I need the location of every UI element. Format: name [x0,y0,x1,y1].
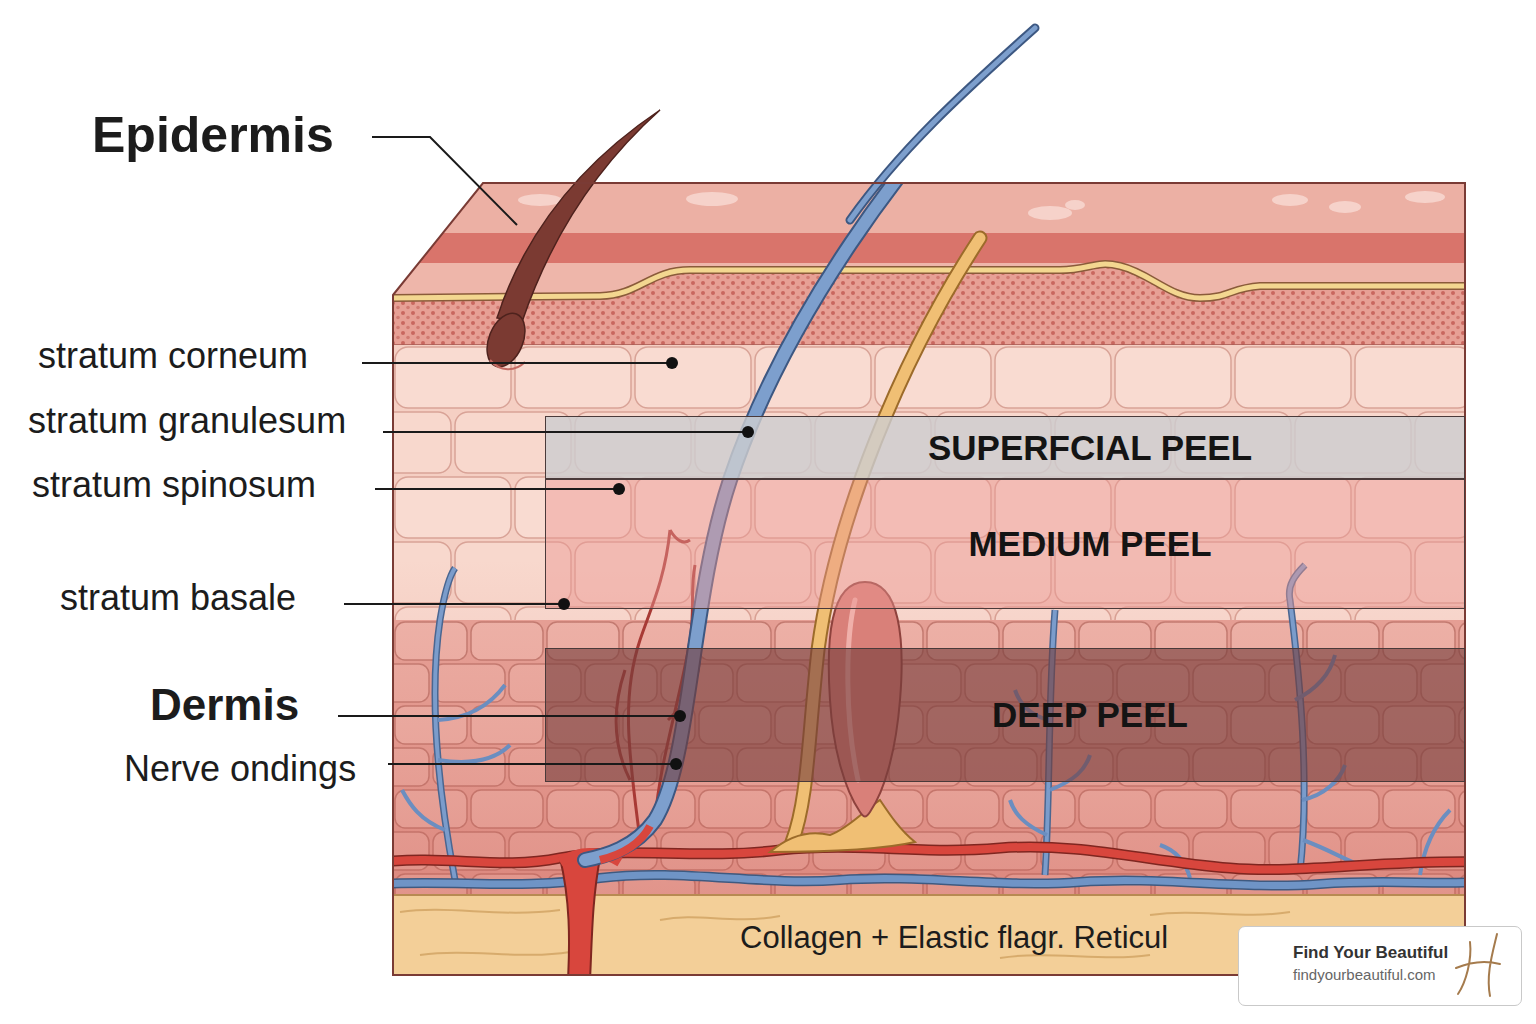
vein-twig [1160,845,1190,878]
layer-label: Nerve ondings [124,747,356,790]
fat-texture [400,910,1290,958]
dermal-cells [380,620,1480,900]
vein-outline [380,875,1480,886]
leader-line [362,362,672,364]
nerve-tip [850,28,1035,220]
nerve-junction [600,826,650,860]
leader-dot [558,598,570,610]
vein-branch-outline [435,568,455,880]
leader-dot [613,483,625,495]
leader-dot [674,710,686,722]
vein-branch [435,568,455,880]
surface-spot [1405,191,1445,203]
watermark-box: Find Your Beautifulfindyourbeautiful.com [1238,926,1522,1006]
artery [380,847,1480,870]
dermal-shade [380,560,1480,900]
vein [380,875,1480,886]
section-heading: Epidermis [92,105,334,165]
layer-label: stratum basale [60,576,296,619]
peel-band: MEDIUM PEEL [545,479,1465,609]
surface-spot [518,194,562,206]
node-text: DEEP PEEL [992,695,1188,735]
artery-junction [560,853,620,862]
node-text: MEDIUM PEEL [968,524,1211,564]
clear-layer [380,263,1480,303]
section-heading: Dermis [150,679,299,732]
leader-line [375,488,619,490]
leader-dot [666,357,678,369]
layer-label: stratum spinosum [32,463,316,506]
horny-layer [380,233,1480,263]
leader-line [344,603,564,605]
logo-mark [1456,934,1500,996]
hair-bulb [480,308,533,373]
node-text: SUPERFCIAL PEEL [928,428,1252,468]
peel-band: DEEP PEEL [545,648,1465,782]
leader-line [338,715,680,717]
surface-layer [380,180,1480,235]
node-text: findyourbeautiful.com [1293,964,1521,986]
node-text: Find Your Beautiful [1293,942,1521,964]
surface-spot [1272,194,1308,206]
layer-label: stratum granulesum [28,399,346,442]
epidermal-cells [380,345,1480,620]
yellow-layer-outline [380,264,1480,298]
follicle-edge [490,360,525,369]
leader-line [372,137,517,225]
leader-line [388,763,676,765]
peel-band: SUPERFCIAL PEEL [545,416,1465,479]
surface-spot [686,192,738,206]
skin-layers [380,28,1480,980]
surface-spot [1329,201,1361,213]
surface-spot [1065,200,1085,210]
leader-dot [670,758,682,770]
artery-trunk [560,858,600,980]
leader-dot [742,426,754,438]
hair [497,110,660,322]
granular-texture [380,266,1480,345]
skin-outline [393,183,1465,975]
fat-boundary [380,894,1480,896]
skin-block [393,183,1465,975]
layer-label: stratum corneum [38,334,308,377]
yellow-layer [380,264,1480,298]
hair-root [770,800,915,852]
artery-outline [380,847,1480,870]
nerve-tip-outline [850,28,1035,220]
tissue-label: Collagen + Elastic flagr. Reticul [740,919,1168,956]
vein-twig [402,685,510,830]
leader-line [383,431,748,433]
surface-spot [1028,206,1072,220]
